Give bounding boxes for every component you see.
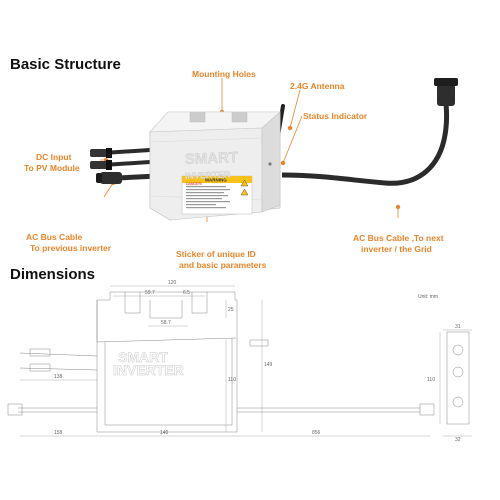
dim-total-height: 149	[264, 362, 273, 368]
sticker-warning-text: WARNING	[205, 178, 227, 183]
housing-brand-line1: SMART	[185, 149, 239, 168]
inverter-housing	[149, 111, 281, 221]
dim-hole-offset: 6.5	[183, 290, 190, 296]
dim-ac-lead-right: 856	[312, 430, 321, 436]
sticker-label-line1: Sticker of unique ID	[176, 249, 256, 259]
sticker-label-line2: and basic parameters	[179, 260, 267, 270]
ac-bus-next-label: AC Bus Cable ,To next inverter / the Gri…	[353, 233, 444, 255]
dc-input-cables	[90, 148, 151, 170]
dc-input-label: DC Input To PV Module	[24, 152, 80, 174]
ac-bus-cable-right	[281, 78, 458, 186]
antenna-label: 2.4G Antenna	[290, 81, 345, 91]
ac-bus-next-line2: inverter / the Grid	[361, 244, 432, 254]
mounting-holes-label: Mounting Holes	[192, 69, 256, 79]
dim-top-width: 120	[168, 280, 177, 286]
side-outline	[446, 331, 470, 425]
sticker-label: Sticker of unique ID and basic parameter…	[176, 249, 266, 271]
dim-body-width: 140	[160, 430, 169, 436]
dim-slot-depth: 25	[228, 307, 234, 313]
dc-input-label-line2: To PV Module	[24, 163, 80, 173]
ac-bus-prev-line2: To previous inverter	[30, 243, 112, 253]
basic-structure-heading: Basic Structure	[10, 56, 121, 73]
dim-slot-width: 58.7	[161, 320, 171, 326]
unit-label: Unit: mm	[418, 294, 438, 300]
dim-body-height: 110	[228, 377, 236, 383]
dim-hole-span: 59.7	[145, 290, 155, 296]
status-indicator-label: Status Indicator	[303, 111, 368, 121]
housing-brand-line2: INVERTER	[185, 169, 231, 181]
front-outline	[96, 291, 238, 433]
dim-side-base: 32	[455, 437, 461, 443]
dimensions-heading: Dimensions	[10, 266, 96, 283]
ac-bus-next-line1: AC Bus Cable ,To next	[353, 233, 444, 243]
sticker-danger-text: DANGER!	[186, 182, 202, 186]
dc-input-label-line1: DC Input	[36, 152, 72, 162]
dim-ac-lead-left: 158	[54, 430, 63, 436]
ac-bus-prev-line1: AC Bus Cable	[26, 232, 83, 242]
ac-bus-prev-label: AC Bus Cable To previous inverter	[26, 232, 111, 254]
drawing-brand-line2: INVERTER	[113, 362, 184, 378]
dim-dc-lead: 138	[54, 374, 63, 380]
dim-side-height: 110	[427, 377, 435, 383]
drawing-brand-line1: SMART	[118, 349, 168, 365]
dim-side-width: 31	[455, 324, 461, 330]
dimension-values: 120 59.7 6.5 58.7 25 110 149 138 158 140…	[54, 280, 461, 443]
